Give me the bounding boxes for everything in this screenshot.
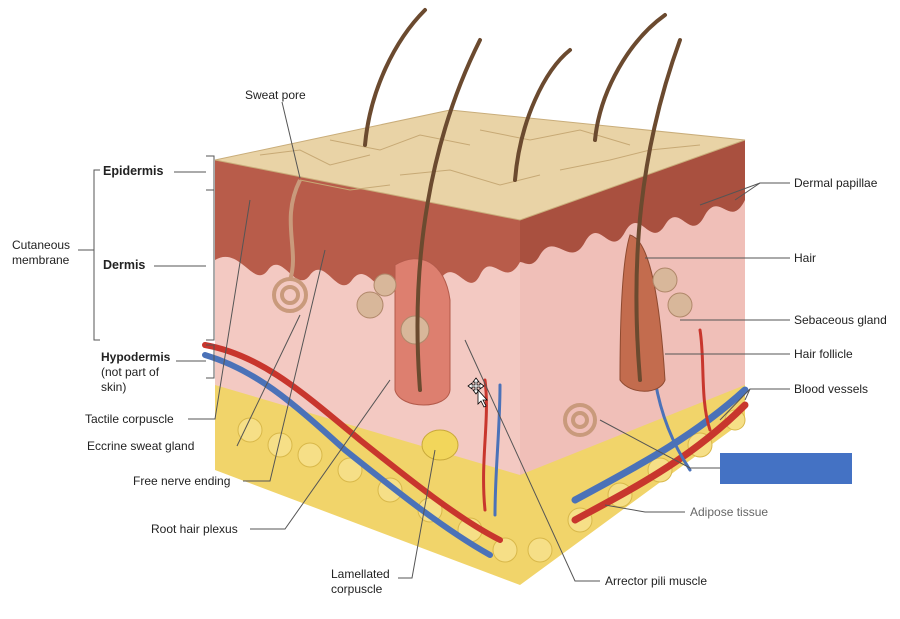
label-hypodermis-note-1: (not part of bbox=[101, 365, 160, 379]
epidermis-top-surface bbox=[214, 109, 746, 221]
leader-lines bbox=[78, 101, 790, 582]
label-hypodermis-title: Hypodermis bbox=[101, 350, 171, 364]
label-lamellated-2: corpuscle bbox=[331, 582, 383, 596]
surface-cracks bbox=[259, 129, 701, 191]
label-cutaneous-membrane: Cutaneous membrane bbox=[12, 238, 70, 268]
label-adipose-tissue: Adipose tissue bbox=[690, 505, 769, 519]
eccrine-coils bbox=[272, 179, 597, 437]
label-lamellated-1: Lamellated bbox=[331, 567, 390, 581]
epidermis-band-right bbox=[520, 140, 745, 265]
label-sweat-pore: Sweat pore bbox=[245, 88, 306, 102]
sebaceous-glands bbox=[356, 267, 693, 345]
lamellated-corpuscle-shape bbox=[421, 429, 459, 461]
label-lamellated-corpuscle: Lamellated corpuscle bbox=[331, 567, 390, 597]
label-dermis: Dermis bbox=[103, 258, 146, 272]
label-epidermis: Epidermis bbox=[103, 164, 164, 178]
label-eccrine-sweat-gland: Eccrine sweat gland bbox=[87, 439, 195, 453]
hidden-answer-box[interactable] bbox=[720, 453, 852, 484]
label-hair-follicle: Hair follicle bbox=[794, 347, 853, 361]
label-blood-vessels: Blood vessels bbox=[794, 382, 869, 396]
hair-follicle-bulb-right bbox=[619, 234, 666, 392]
label-hair: Hair bbox=[794, 251, 817, 265]
cursor-move-icon bbox=[467, 377, 488, 408]
label-arrector-pili-muscle: Arrector pili muscle bbox=[605, 574, 708, 588]
label-cutaneous-2: membrane bbox=[12, 253, 70, 267]
label-cutaneous-1: Cutaneous bbox=[12, 238, 71, 252]
label-sebaceous-gland: Sebaceous gland bbox=[794, 313, 887, 327]
label-hypodermis: Hypodermis (not part of skin) bbox=[101, 350, 170, 395]
label-tactile-corpuscle: Tactile corpuscle bbox=[85, 412, 174, 426]
label-hypodermis-note-2: skin) bbox=[101, 380, 127, 394]
label-dermal-papillae: Dermal papillae bbox=[794, 176, 878, 190]
hairs bbox=[363, 8, 682, 392]
label-root-hair-plexus: Root hair plexus bbox=[151, 522, 238, 536]
label-free-nerve-ending: Free nerve ending bbox=[133, 474, 231, 488]
